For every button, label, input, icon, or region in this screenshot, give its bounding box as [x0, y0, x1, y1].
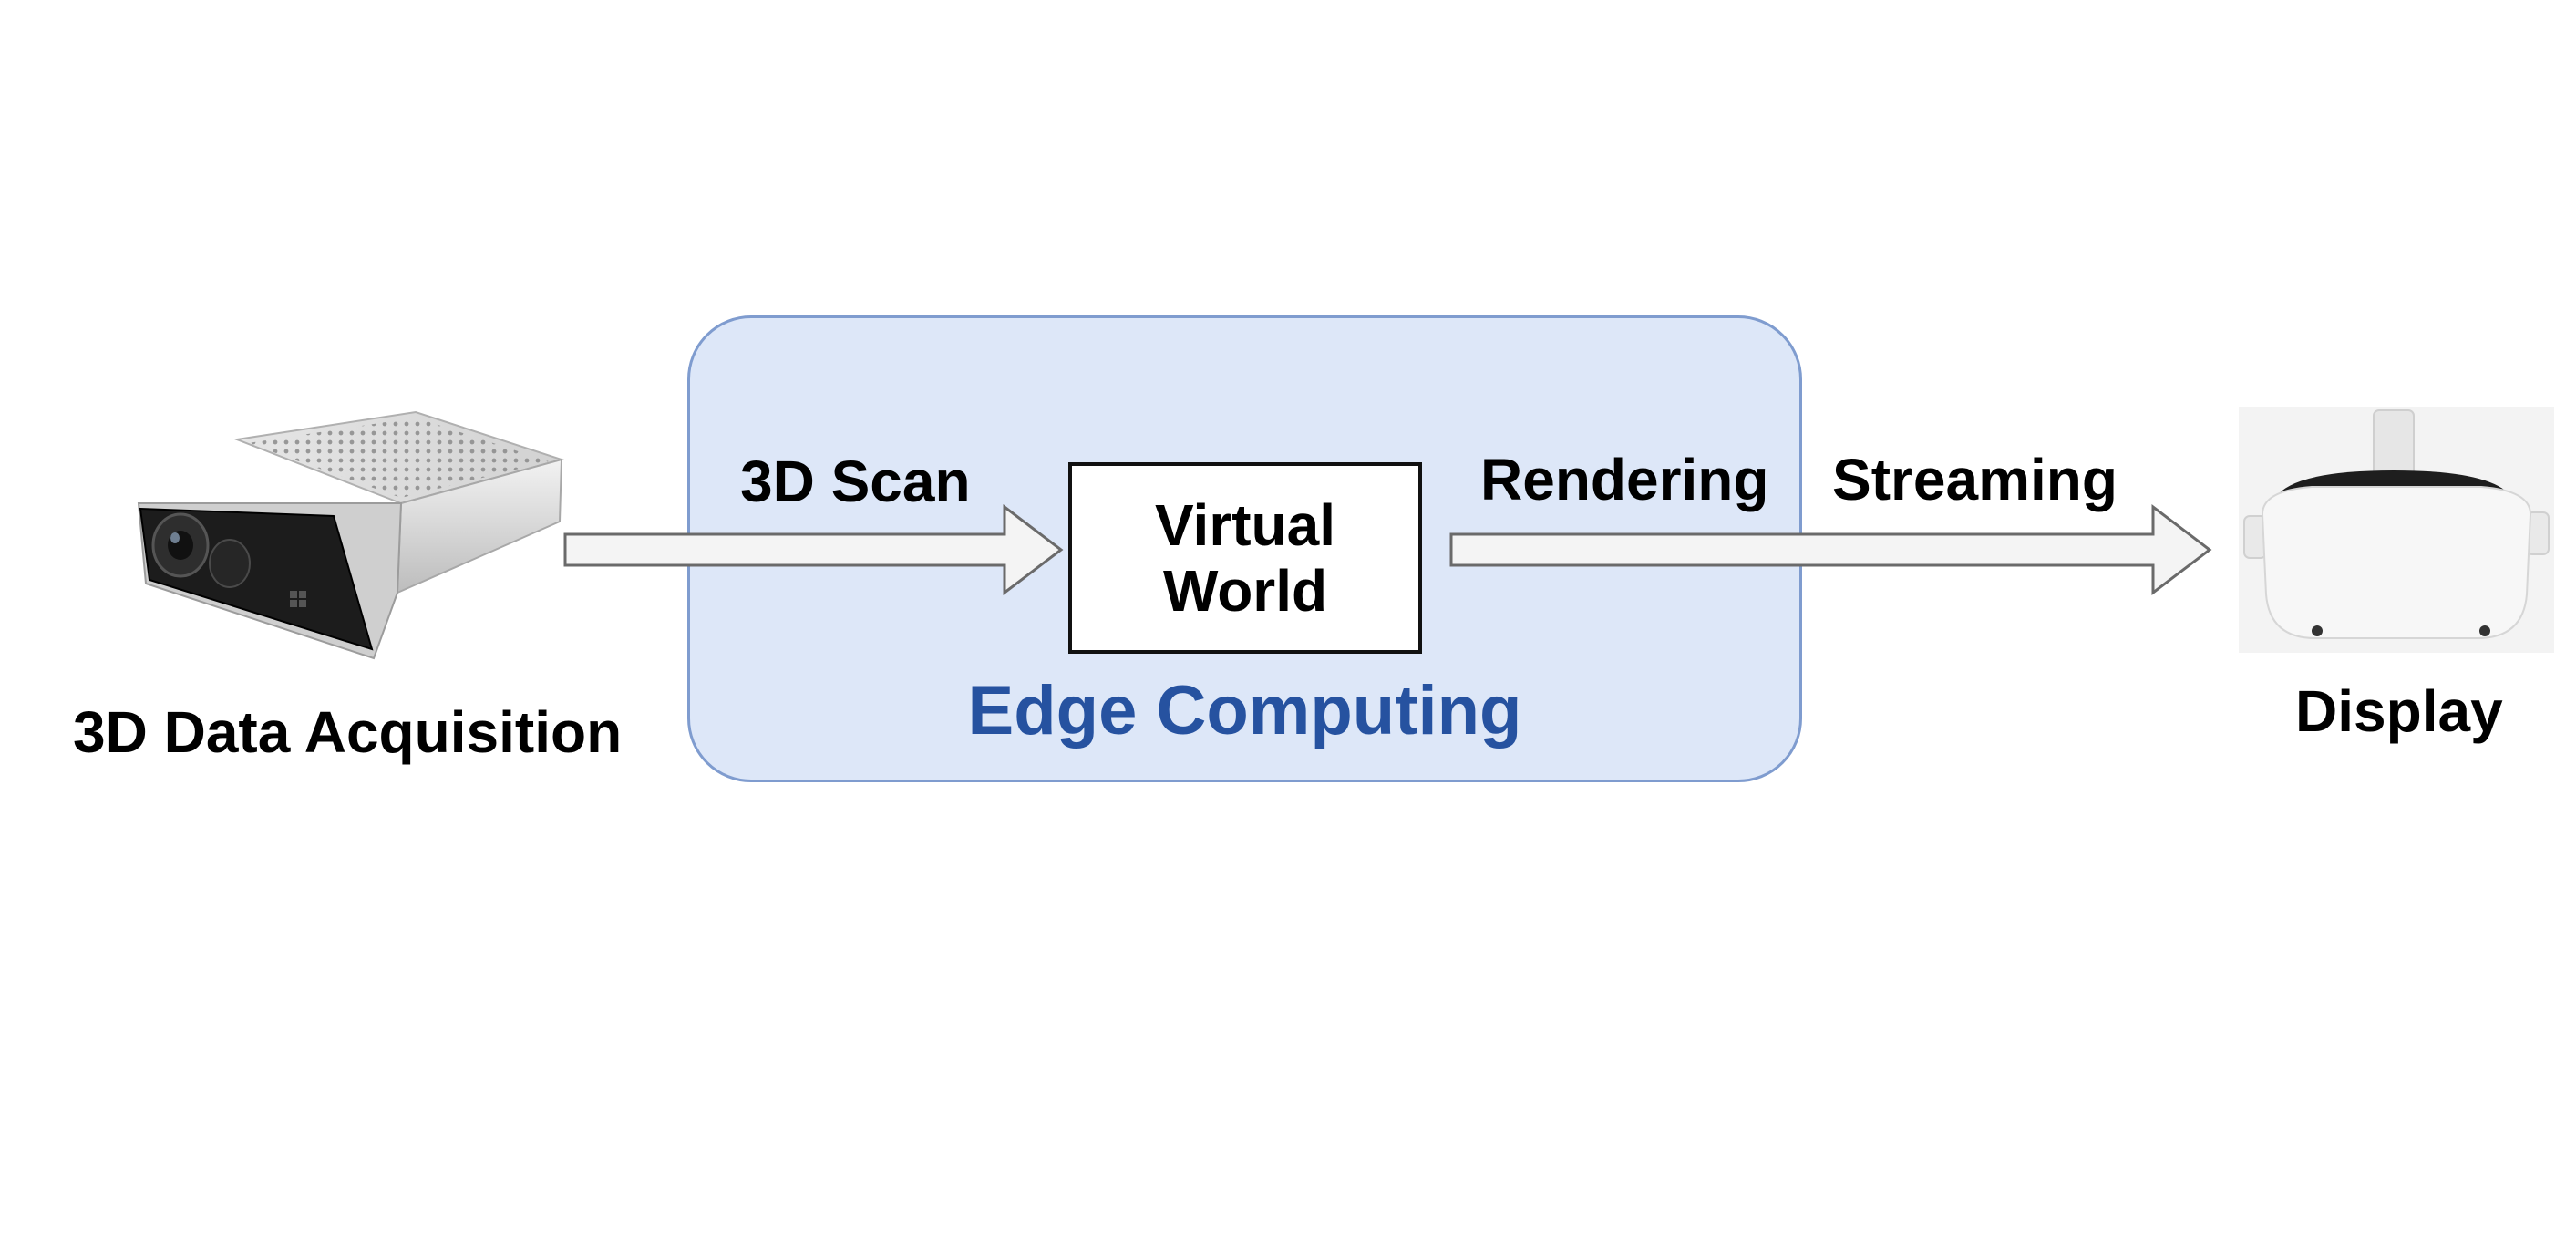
display-label: Display: [2295, 678, 2503, 744]
rendering-label: Rendering: [1480, 447, 1769, 512]
scan-label: 3D Scan: [740, 449, 971, 514]
streaming-label: Streaming: [1832, 447, 2117, 512]
virtual-world-label: Virtual World: [1155, 492, 1335, 624]
virtual-world-box: Virtual World: [1068, 462, 1422, 654]
vr-headset-icon: [2243, 409, 2550, 639]
edge-computing-label: Edge Computing: [967, 672, 1522, 749]
depth-camera-icon: [137, 410, 565, 660]
acquisition-label: 3D Data Acquisition: [73, 699, 623, 765]
